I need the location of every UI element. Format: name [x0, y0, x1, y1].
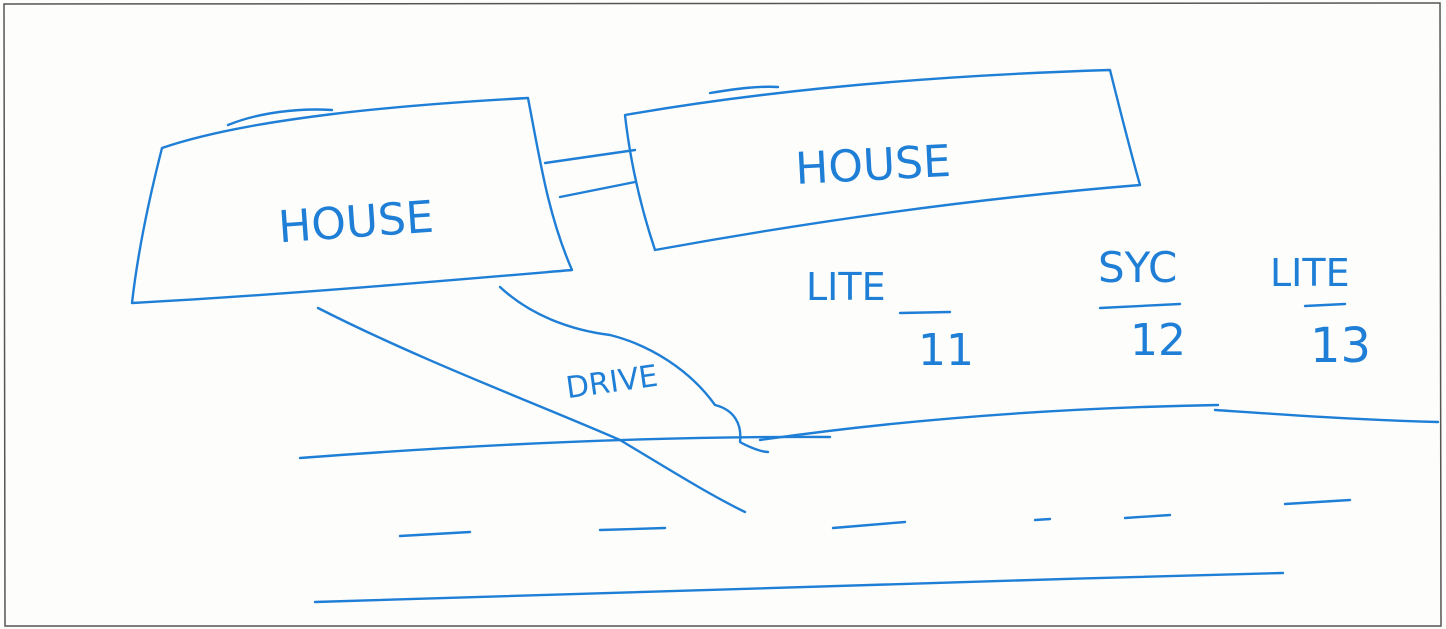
road-edge-top-far-right — [1215, 410, 1438, 422]
road-edge-top-right — [760, 405, 1218, 440]
house-right-roof-mark — [710, 87, 778, 93]
tree-1-species: LITE — [806, 265, 886, 309]
road-center-dash-2 — [600, 528, 665, 530]
drive-label: DRIVE — [564, 359, 660, 407]
tree-2-underline — [1100, 304, 1180, 308]
house-right-label: HOUSE — [794, 136, 952, 195]
house-connector-bottom — [560, 182, 635, 197]
tree-3-number: 13 — [1310, 318, 1371, 374]
road-center-dash-5 — [1125, 515, 1170, 518]
tree-1-underline — [900, 312, 950, 313]
road-center-dash-1 — [400, 532, 470, 536]
road-center-dash-6 — [1285, 500, 1350, 504]
tree-1-number: 11 — [918, 325, 974, 376]
tree-2-species: SYC — [1098, 243, 1177, 292]
page-border — [4, 3, 1441, 626]
tree-2-number: 12 — [1130, 315, 1186, 366]
tree-3-species: LITE — [1270, 251, 1350, 295]
house-left-label: HOUSE — [277, 192, 436, 254]
road-center-dash-3 — [833, 522, 905, 528]
tree-3-underline — [1305, 304, 1345, 306]
road-edge-bottom — [315, 573, 1283, 602]
drive-line-left — [318, 308, 745, 512]
road-center-dash-4 — [1035, 519, 1050, 520]
house-connector-top — [545, 150, 635, 163]
